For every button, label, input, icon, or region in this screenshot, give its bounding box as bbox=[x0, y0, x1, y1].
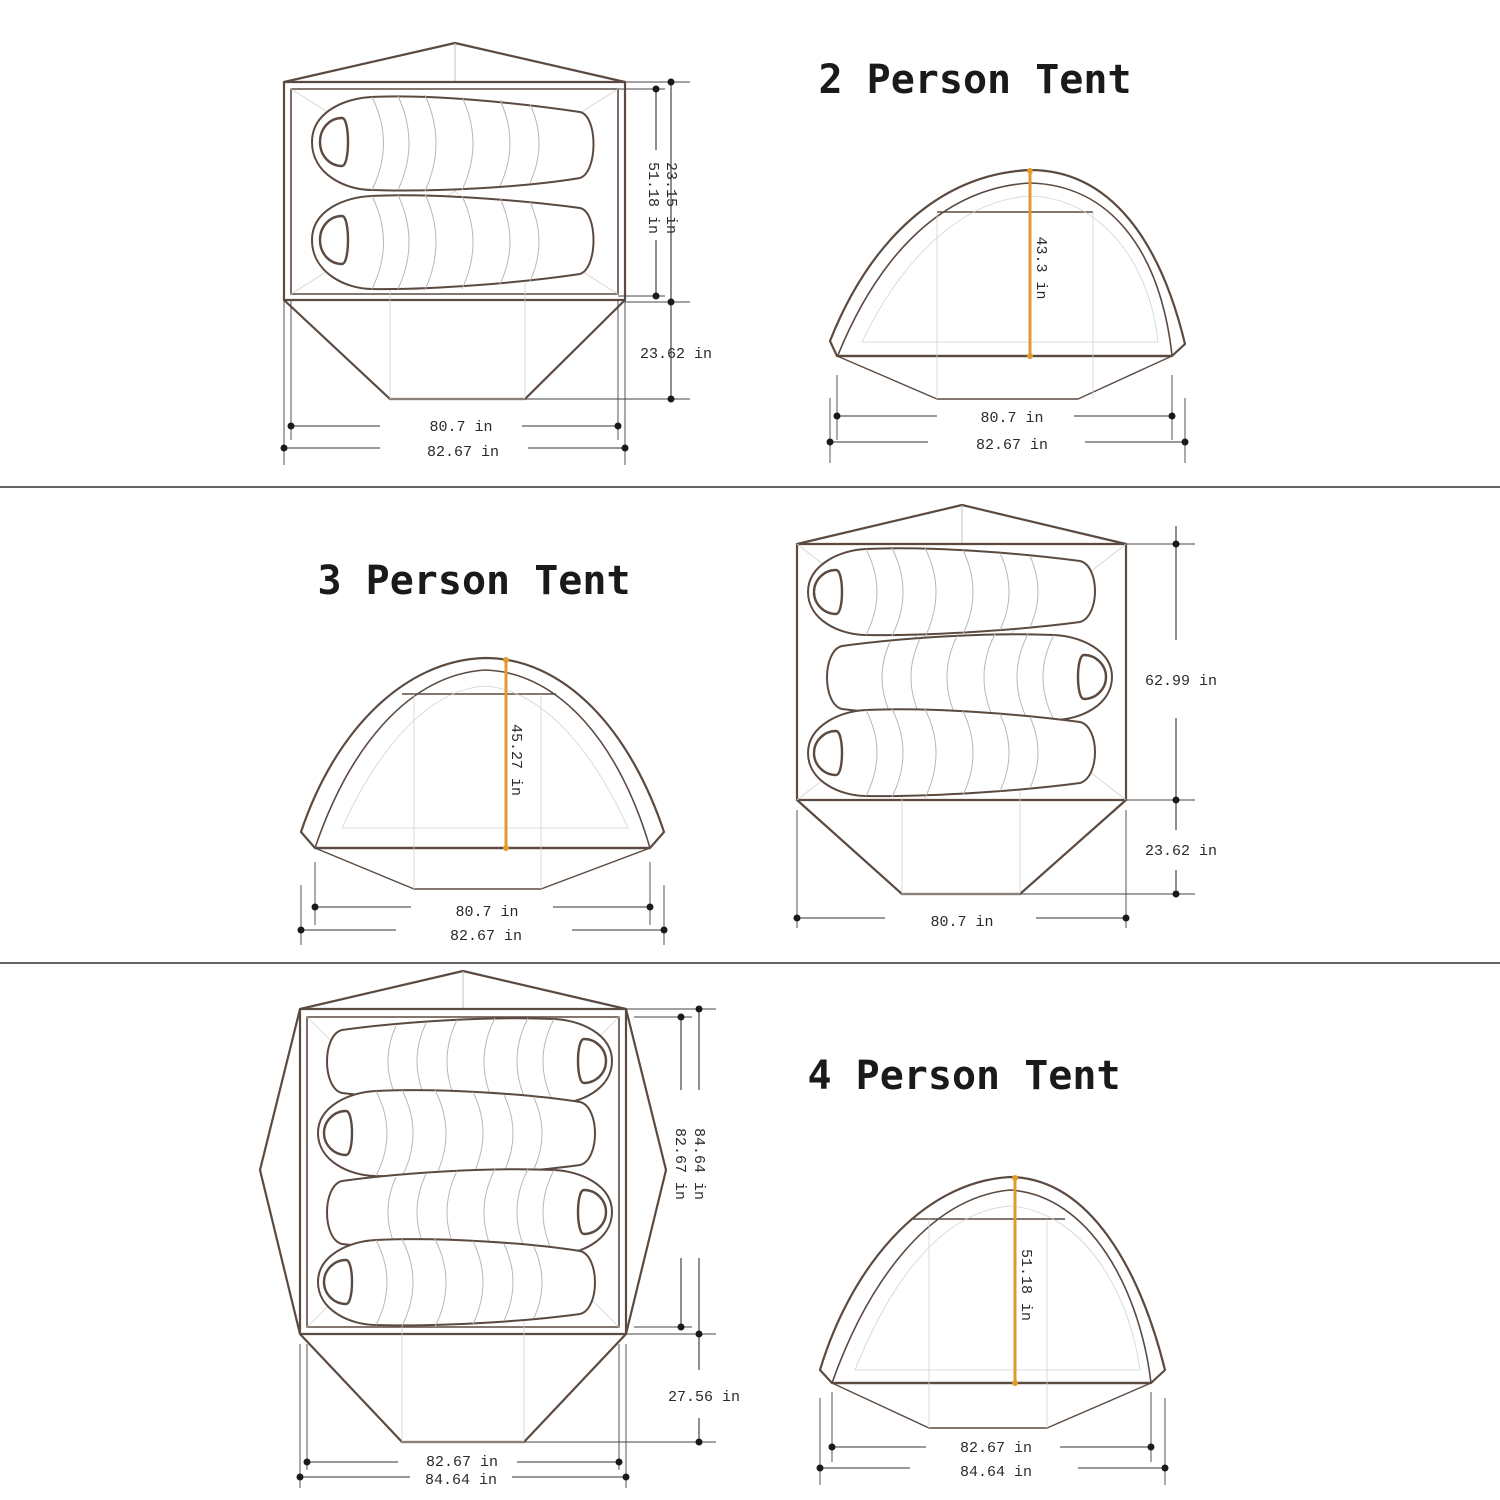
height-label: 45.27 in bbox=[507, 724, 524, 796]
front-width-label: 80.7 in bbox=[455, 904, 518, 921]
front-view-3-person: 45.27 in 80.7 in 82.67 in bbox=[297, 656, 668, 945]
dome-inner bbox=[831, 1189, 1152, 1384]
dome-outer bbox=[299, 656, 666, 850]
sleeping-bag bbox=[806, 708, 1096, 799]
sleeping-bag bbox=[316, 1238, 596, 1328]
floor-depth-label: 51.18 in bbox=[644, 162, 661, 234]
title-3-person: 3 Person Tent bbox=[317, 558, 630, 604]
front-width-outer-label: 82.67 in bbox=[450, 928, 522, 945]
dome-outer bbox=[818, 1175, 1167, 1385]
front-width-outer-label: 84.64 in bbox=[960, 1464, 1032, 1481]
dome-outer bbox=[828, 168, 1187, 358]
tent-floor-outline bbox=[282, 80, 627, 302]
front-view-4-person: 51.18 in 82.67 in 84.64 in bbox=[816, 1175, 1169, 1485]
vestibule-outline bbox=[314, 847, 651, 890]
floor-depth-label: 84.64 in bbox=[690, 1128, 707, 1200]
fly-roof bbox=[796, 503, 1127, 546]
sleeping-bag bbox=[310, 193, 595, 291]
fly-side-left bbox=[258, 1008, 302, 1335]
floor-plan-4-person: 84.64 in 82.67 in 27.56 in 82.67 in 84.6… bbox=[258, 969, 740, 1489]
vestibule-outline bbox=[299, 1333, 627, 1444]
sleeping-bag bbox=[826, 633, 1114, 723]
title-4-person: 4 Person Tent bbox=[807, 1053, 1120, 1099]
height-label: 51.18 in bbox=[1017, 1249, 1034, 1321]
floor-width-label: 80.7 in bbox=[930, 914, 993, 931]
vestibule-outline bbox=[831, 1382, 1152, 1429]
front-width-outer-label: 82.67 in bbox=[976, 437, 1048, 454]
floor-width-outer-label: 82.67 in bbox=[427, 444, 499, 461]
floor-depth-inner-label: 82.67 in bbox=[671, 1128, 688, 1200]
vestibule-depth-label: 23.62 in bbox=[640, 346, 712, 363]
tent-floor-outline bbox=[298, 1007, 628, 1336]
vestibule-outline bbox=[796, 799, 1127, 896]
floor-width-outer-label: 84.64 in bbox=[425, 1472, 497, 1489]
floor-width-label: 80.7 in bbox=[429, 419, 492, 436]
floor-width-label: 82.67 in bbox=[426, 1454, 498, 1471]
front-view-2-person: 43.3 in 80.7 in 82.67 in bbox=[826, 168, 1189, 463]
dome-inner bbox=[314, 669, 651, 849]
front-width-label: 80.7 in bbox=[980, 410, 1043, 427]
floor-depth-label: 62.99 in bbox=[1145, 673, 1217, 690]
tent-floor-outline bbox=[795, 542, 1128, 802]
front-width-label: 82.67 in bbox=[960, 1440, 1032, 1457]
vestibule-outline bbox=[836, 355, 1173, 400]
sleeping-bag bbox=[326, 1017, 614, 1107]
vestibule-depth-label: 23.62 in bbox=[1145, 843, 1217, 860]
title-2-person: 2 Person Tent bbox=[818, 57, 1131, 103]
fly-roof bbox=[283, 41, 626, 84]
fly-side-right bbox=[624, 1008, 668, 1335]
dome-inner bbox=[837, 182, 1173, 356]
sleeping-bag bbox=[806, 547, 1096, 638]
floor-plan-2-person: 23.15 in 51.18 in 23.62 in 80.7 in 82.67… bbox=[280, 41, 712, 465]
floor-depth-inner-label: 23.15 in bbox=[662, 162, 679, 234]
sleeping-bag bbox=[316, 1089, 596, 1179]
vestibule-depth-label: 27.56 in bbox=[668, 1389, 740, 1406]
vestibule-outline bbox=[283, 299, 626, 401]
height-label: 43.3 in bbox=[1032, 236, 1049, 299]
sleeping-bag bbox=[310, 94, 595, 192]
floor-plan-3-person: 62.99 in 23.62 in 80.7 in bbox=[793, 503, 1217, 931]
